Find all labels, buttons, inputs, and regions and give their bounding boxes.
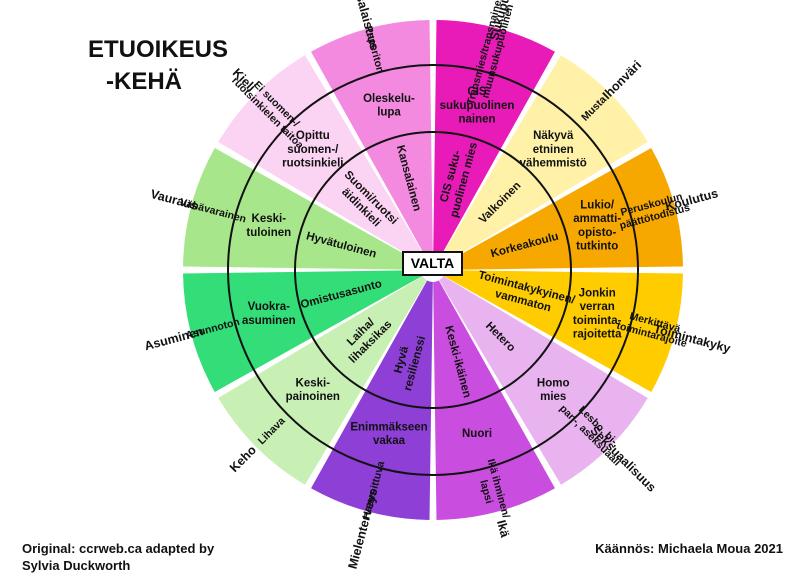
sector-11-middle-label: Opittu suomen-/ ruotsinkieli [282,130,343,170]
sector-wedge-10 [183,148,423,270]
sector-9-middle-label-line-2: asuminen [242,315,296,327]
title-line-2: -KEHÄ [106,68,182,95]
sector-4-middle-label-line-1: Jonkin [579,287,616,299]
sector-6-middle-label: Nuori [462,428,492,440]
sector-10-middle-label-line-1: Keski- [252,213,287,225]
original-credit-line-1: Original: ccrweb.ca adapted by [22,541,215,556]
sector-8-middle-label-line-2: painoinen [286,391,340,403]
sector-12-middle-label: Oleskelu-lupa [363,93,415,119]
sector-2-middle-label-line-1: Näkyvä [533,130,574,142]
sector-layer [183,20,683,520]
sector-7-middle-label-line-1: Enimmäkseen [350,421,427,433]
sector-8-category-label-line-1: Keho [227,443,259,475]
sector-1-middle-label-line-1: CIS [467,86,487,98]
inner-ring [294,131,572,409]
sector-3-middle-label: Lukio/ammatti-opisto-tutkinto [573,199,621,252]
sector-12-middle-label-line-1: Oleskelu- [363,93,415,105]
sector-5-category-label: Seksuaalisuus [587,423,658,494]
sector-12-middle-label-line-2: lupa [377,107,401,119]
sector-9-middle-label-line-1: Vuokra- [248,301,291,313]
sector-6-middle-label-line-1: Nuori [462,428,492,440]
sector-2-category-label: Ihonväri [600,58,644,102]
sector-5-middle-label-line-1: Homo [537,377,570,389]
sector-9-middle-label: Vuokra-asuminen [242,301,296,327]
sector-wedge-9 [183,270,423,392]
sector-wedge-12 [311,20,433,260]
sector-wedge-3 [443,148,683,270]
sector-10-middle-label-line-2: tuloinen [246,227,291,239]
sector-4-middle-label: Jonkin verran toiminta-rajoitetta [573,287,622,340]
sector-3-middle-label-line-3: opisto- [578,227,616,239]
sector-8-category-label: Keho [227,443,259,475]
sector-11-middle-label-line-2: suomen-/ [287,144,339,156]
sector-8-middle-label-line-1: Keski- [296,377,331,389]
sector-2-category-label-line-1: Ihonväri [600,58,644,102]
diagram-title: ETUOIKEUS -KEHÄ [88,34,228,98]
sector-9-category-label: Asuminen [143,324,205,353]
sector-3-category-label-line-1: Koulutus [664,186,720,214]
sector-6-category-label: Ikä [494,518,512,538]
sector-10-category-label-line-1: Vauraus [149,187,200,213]
sector-2-middle-label: Näkyvä etninen vähemmistö [520,130,587,170]
sector-4-middle-label-line-3: toiminta- [573,315,622,327]
sector-11-middle-label-line-3: ruotsinkieli [282,158,343,170]
sector-2-middle-label-line-3: vähemmistö [520,158,587,170]
sector-3-middle-label-line-2: ammatti- [573,213,621,225]
center-label: VALTA [402,251,463,276]
sector-9-category-label-line-1: Asuminen [143,324,205,353]
sector-wedge-4 [443,270,683,392]
original-credit-line-2: Sylvia Duckworth [22,558,131,573]
outer-ring [227,64,639,476]
sector-7-middle-label-line-2: vakaa [373,435,406,447]
sector-1-middle-label-line-2: sukupuolinen [440,100,515,112]
sector-4-middle-label-line-2: verran [580,301,615,313]
sector-8-middle-label: Keski-painoinen [286,377,340,403]
title-line-1: ETUOIKEUS [88,36,229,63]
sector-2-middle-label-line-2: etninen [533,144,574,156]
sector-wedge-8 [218,276,427,485]
sector-10-category-label: Vauraus [149,187,200,213]
sector-5-middle-label: Homo mies [537,377,570,403]
sector-5-middle-label-line-2: mies [540,391,566,403]
sector-1-middle-label-line-3: nainen [458,114,495,126]
sector-wedge-5 [439,276,648,485]
sector-wedge-6 [433,280,555,520]
sector-wedge-11 [218,55,427,264]
sector-6-outer-label-line-2: lapsi [477,479,495,505]
original-credit: Original: ccrweb.ca adapted by Sylvia Du… [22,540,214,574]
sector-5-category-label-line-1: Seksuaalisuus [587,423,658,494]
sector-7-middle-label: Enimmäkseen vakaa [350,421,427,447]
ring-layer [227,64,639,476]
sector-wedge-2 [439,55,648,264]
sector-3-category-label: Koulutus [664,186,720,214]
translation-credit: Käännös: Michaela Moua 2021 [595,541,783,556]
sector-3-middle-label-line-1: Lukio/ [580,199,615,211]
sector-wedge-1 [433,20,555,260]
sector-11-middle-label-line-1: Opittu [296,130,330,142]
sector-10-middle-label: Keski-tuloinen [246,213,291,239]
sector-3-middle-label-line-4: tutkinto [576,241,618,253]
sector-wedge-7 [311,280,433,520]
sector-6-category-label-line-1: Ikä [494,518,512,538]
sector-4-middle-label-line-4: rajoitetta [573,329,622,341]
sector-1-middle-label: CIS sukupuolinen nainen [440,86,515,126]
